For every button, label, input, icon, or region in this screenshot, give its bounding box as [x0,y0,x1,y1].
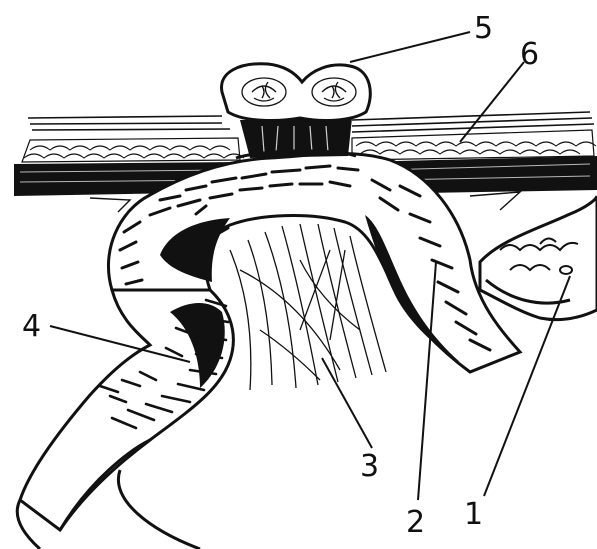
label-2: 2 [406,505,425,540]
label-3: 3 [360,449,379,484]
label-1: 1 [464,497,483,532]
bowel-loop [17,154,520,549]
leader-line-6 [460,62,524,142]
stoma [222,64,371,158]
label-4: 4 [22,309,41,344]
label-5: 5 [474,11,493,46]
mesentery [230,224,386,390]
leader-line-5 [350,32,470,62]
label-6: 6 [520,37,539,72]
distal-bowel [480,196,597,320]
leader-line-3 [322,358,372,448]
